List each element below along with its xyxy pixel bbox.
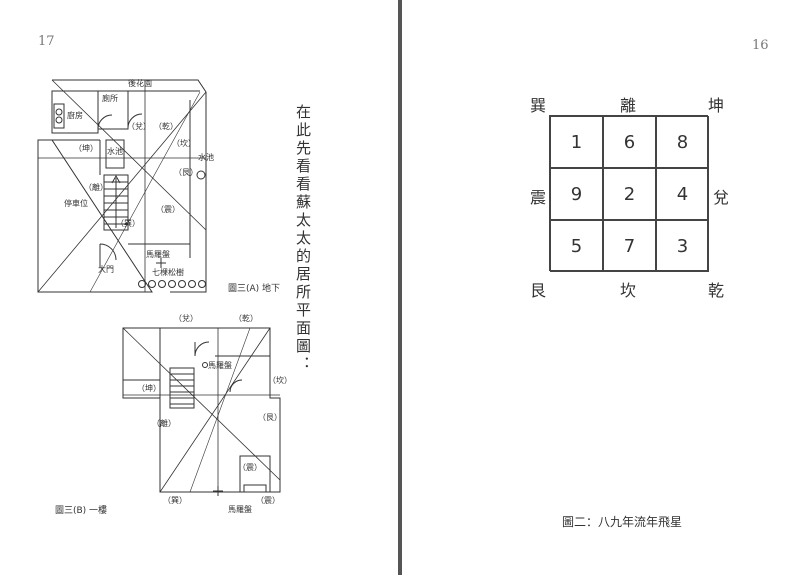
label-zhen-a: （震） [156,205,180,214]
label-xun-b: （巽） [163,496,187,505]
label-kan-a: （坎） [172,138,196,148]
plan-a-outline [37,79,207,293]
label-dui-b: （兌） [174,313,198,323]
grid-cell: 1 [550,116,603,168]
label-kan-b: （坎） [268,375,292,385]
toilet-room [97,90,129,130]
page-number-right: 16 [752,38,769,53]
label-back-garden: 後花園 [128,78,152,88]
grid-cell: 5 [550,220,603,272]
trigram-kan: 坎 [620,281,637,300]
label-kitchen: 廚房 [67,110,83,120]
label-kun-a: （坤） [74,143,98,153]
label-zhen-b: （震） [238,463,262,472]
label-qian-b: （乾） [234,313,258,323]
trigram-li: 離 [620,96,637,115]
flying-star-grid: 1 6 8 9 2 4 5 7 3 [549,115,709,272]
trigram-qian: 乾 [708,281,725,300]
grid-cell: 4 [656,168,709,220]
label-toilet: 廁所 [102,93,118,103]
label-gen-a: （艮） [174,168,198,177]
caption-plan-b: 圖三(B) 一樓 [55,506,108,516]
diagonal-line [122,327,281,481]
label-kun-b: （坤） [137,383,161,393]
diagonal-line [37,91,207,293]
left-page: 17 [0,0,398,575]
right-page: 16 巽 離 坤 震 兌 艮 坎 乾 1 6 8 9 2 4 5 7 3 圖二：… [402,0,800,575]
grid-cell: 6 [603,116,656,168]
label-main-door: 大門 [98,264,114,274]
vertical-text: 在此先看看蘇太太的居所平面圖： [294,104,312,374]
label-compass-b: 馬羅盤 [228,504,252,514]
trigram-xun: 巽 [530,96,547,115]
grid-cell: 8 [656,116,709,168]
label-trees: 七棵松樹 [152,267,184,277]
caption-figure-2: 圖二：八九年流年飛星 [562,515,683,529]
caption-plan-a: 圖三(A) 地下 [228,284,281,294]
trigram-dui: 兌 [713,188,730,207]
grid-cell: 9 [550,168,603,220]
plan-a [37,79,207,293]
book-gutter [398,0,402,575]
label-qian-a: （乾） [154,121,178,131]
toilet-door-arc [97,114,113,130]
label-dui-a: （兌） [127,121,151,131]
plan-b [122,327,281,496]
label-zhen-b2: （震） [256,496,280,505]
label-parking: 停車位 [64,198,88,208]
plan-b-outline [122,327,281,493]
stairs-b [169,367,195,409]
label-right-pool: 水池 [198,152,214,162]
trees [138,280,206,288]
diagonal-line [51,79,207,231]
trigram-kun: 坤 [708,96,725,115]
main-door-arc [99,243,117,261]
label-compass-a: 馬羅盤 [146,249,170,259]
trigram-gen: 艮 [530,281,547,300]
grid-cell: 3 [656,220,709,272]
label-gen-b: （艮） [258,413,282,422]
floor-plans: 後花園 廁所 廚房 （兌） （乾） （坎） （坤） 水池 水池 （艮） （離） … [37,78,292,514]
grid-cell: 7 [603,220,656,272]
label-inner-pool: 水池 [107,146,123,156]
trigram-zhen: 震 [530,188,547,207]
label-xun-a: （巽） [116,219,140,228]
label-compass-b-inner: 馬羅盤 [208,360,232,370]
label-li-a: （離） [84,182,108,192]
diagonal-line [89,91,201,293]
page-number-left: 17 [38,34,55,49]
right-pool-icon [196,170,206,180]
grid-cell: 2 [603,168,656,220]
inner-pool [105,139,125,169]
diagonal-line [159,327,271,493]
label-li-b: （離） [152,418,176,428]
